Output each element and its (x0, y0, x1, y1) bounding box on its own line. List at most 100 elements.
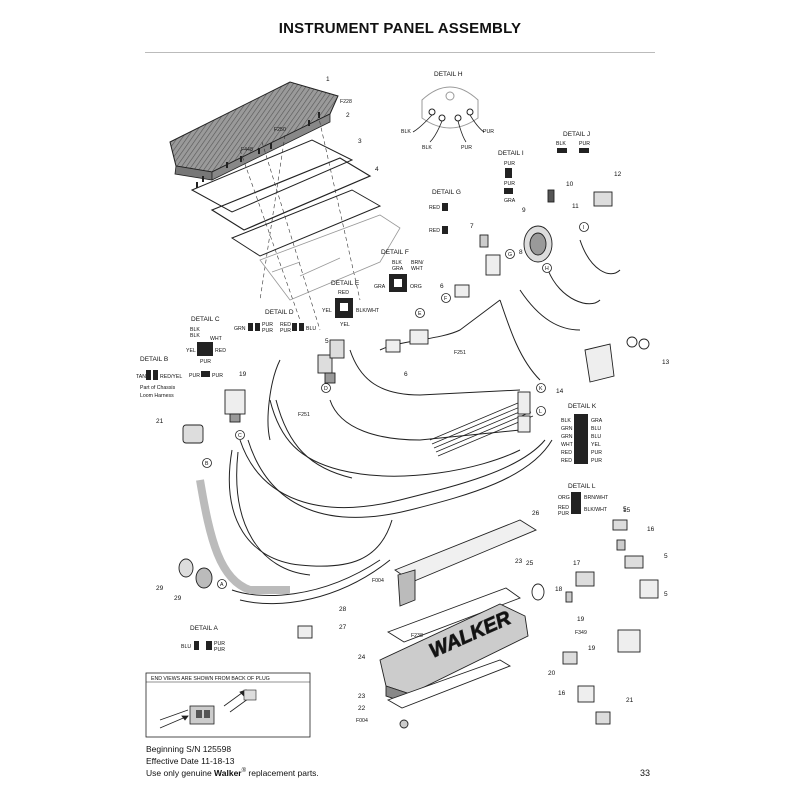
footer-serial: Beginning S/N 125598 (146, 744, 232, 754)
component-shapes (178, 189, 659, 729)
detail-i-wire-3: GRA (504, 198, 516, 204)
callout-3: 3 (358, 138, 362, 145)
chassis-loom (196, 479, 290, 594)
detail-g-wire-2: RED (429, 228, 440, 234)
callout-2: 2 (346, 112, 350, 119)
detail-l: DETAIL L ORG BRN/WHT RED PUR BLK/WHT (558, 483, 609, 517)
callout-11: 11 (572, 203, 579, 210)
detail-l-wire-4: PUR (558, 511, 569, 517)
end-view-pin-1 (196, 710, 202, 718)
detail-h-title: DETAIL H (434, 71, 463, 78)
label-f250: F250 (274, 127, 286, 133)
callout-26: 26 (532, 510, 540, 517)
title-rule (145, 52, 655, 53)
detail-i-pin-2 (504, 188, 513, 194)
detail-j: DETAIL J BLK PUR (556, 131, 590, 153)
detail-e-connector-inner (340, 303, 348, 311)
label-f004-a: F004 (372, 578, 384, 584)
label-f004-b: F004 (356, 718, 368, 724)
callout-16-a: 16 (647, 526, 655, 533)
detail-e-title: DETAIL E (331, 280, 360, 287)
detail-e-wire-3: BLK/WHT (356, 308, 380, 314)
detail-d-title: DETAIL D (265, 309, 294, 316)
detail-f: DETAIL F BLK GRA BRN/ WHT GRA ORG (374, 249, 424, 292)
detail-b-wire-1: TAN (136, 374, 146, 380)
callout-21-a: 21 (156, 418, 164, 425)
callout-25: 25 (526, 560, 534, 567)
connector-e-letter: E (418, 311, 422, 317)
detail-c-pin (201, 371, 210, 377)
detail-l-wire-3: RED (558, 505, 569, 511)
detail-i-wire-1: PUR (504, 161, 515, 167)
detail-d-wire-4: RED (280, 322, 291, 328)
detail-k-left-5: RED (561, 450, 572, 456)
detail-a-wire-1: BLU (181, 644, 191, 650)
detail-c-wire-1: BLK (190, 327, 200, 333)
detail-i-title: DETAIL I (498, 150, 524, 157)
footer-disclaimer-pre: Use only genuine (146, 768, 215, 778)
callout-22: 22 (358, 705, 366, 712)
detail-g-pin-2 (442, 226, 448, 234)
detail-b-wire-2: RED/YEL (160, 374, 182, 380)
gasket-3 (190, 139, 354, 213)
detail-k: DETAIL K BLK GRN GRN WHT RED RED GRA BLU… (561, 403, 603, 464)
footer-disclaimer-post: replacement parts. (246, 768, 319, 778)
detail-g-wire-1: RED (429, 205, 440, 211)
detail-k-right: GRA BLU BLU YEL PUR PUR (591, 418, 603, 464)
detail-h-wire-3: PUR (461, 145, 472, 151)
connector-h-letter: H (545, 266, 549, 272)
detail-i-pin-1 (505, 168, 512, 178)
detail-a-pin-1 (194, 641, 199, 650)
callout-21-b: 21 (626, 697, 634, 704)
detail-c-wire-4: YEL (186, 348, 196, 354)
detail-c-connector (197, 342, 213, 356)
callout-9-a: 9 (522, 207, 526, 214)
detail-b-note-2: Loom Harness (140, 393, 174, 399)
part-labels: F228 F250 F448 F251 F251 F004 F004 F238 … (241, 99, 587, 724)
label-f251-b: F251 (298, 412, 310, 418)
detail-h-gauge (412, 86, 485, 143)
detail-c-wire-8: PUR (212, 373, 223, 379)
detail-a-wire-2: PUR (214, 641, 225, 647)
footer-disclaimer: Use only genuine Walker® replacement par… (146, 768, 319, 778)
detail-k-left: BLK GRN GRN WHT RED RED (561, 418, 574, 464)
detail-b: DETAIL B TAN RED/YEL Part of Chassis Loo… (136, 356, 182, 399)
detail-g-pin-1 (442, 203, 448, 211)
callout-19-c: 19 (588, 645, 596, 652)
detail-d: DETAIL D GRN PUR PUR RED PUR BLU (234, 309, 316, 334)
detail-h-wire-2: BLK (422, 145, 432, 151)
callout-5-d: 5 (664, 591, 668, 598)
detail-f-wire-2: GRA (392, 266, 404, 272)
callout-6-b: 6 (404, 371, 408, 378)
detail-c-title: DETAIL C (191, 316, 220, 323)
detail-c-wire-6: PUR (200, 359, 211, 365)
callout-19-a: 19 (239, 371, 247, 378)
detail-e-wire-1: RED (338, 290, 349, 296)
detail-f-wire-5: GRA (374, 284, 386, 290)
callout-10: 10 (566, 181, 574, 188)
detail-f-wire-4: WHT (411, 266, 424, 272)
harness-bundle-k (429, 399, 534, 457)
callout-24: 24 (358, 654, 366, 661)
detail-k-left-2: GRN (561, 426, 573, 432)
footer-brand: Walker (214, 768, 242, 778)
detail-k-right-3: BLU (591, 434, 601, 440)
detail-d-wire-3: PUR (262, 328, 273, 334)
detail-d-pin-2 (255, 323, 260, 331)
detail-i: DETAIL I PUR PUR GRA (498, 150, 524, 204)
detail-h: DETAIL H BLK BLK PUR PUR (401, 71, 494, 151)
dash-bracket (259, 214, 401, 301)
callout-29-b: 29 (174, 595, 182, 602)
detail-l-wire-1: ORG (558, 495, 570, 501)
detail-f-connector-inner (394, 279, 402, 287)
detail-g-title: DETAIL G (432, 189, 461, 196)
detail-a: DETAIL A BLU PUR PUR (181, 625, 225, 653)
label-f349: F349 (575, 630, 587, 636)
detail-c-wire-3: WHT (210, 336, 223, 342)
detail-k-left-6: RED (561, 458, 572, 464)
callout-17: 17 (573, 560, 581, 567)
callout-12: 12 (614, 171, 622, 178)
label-f448: F448 (241, 147, 253, 153)
connector-b-letter: B (205, 461, 209, 467)
